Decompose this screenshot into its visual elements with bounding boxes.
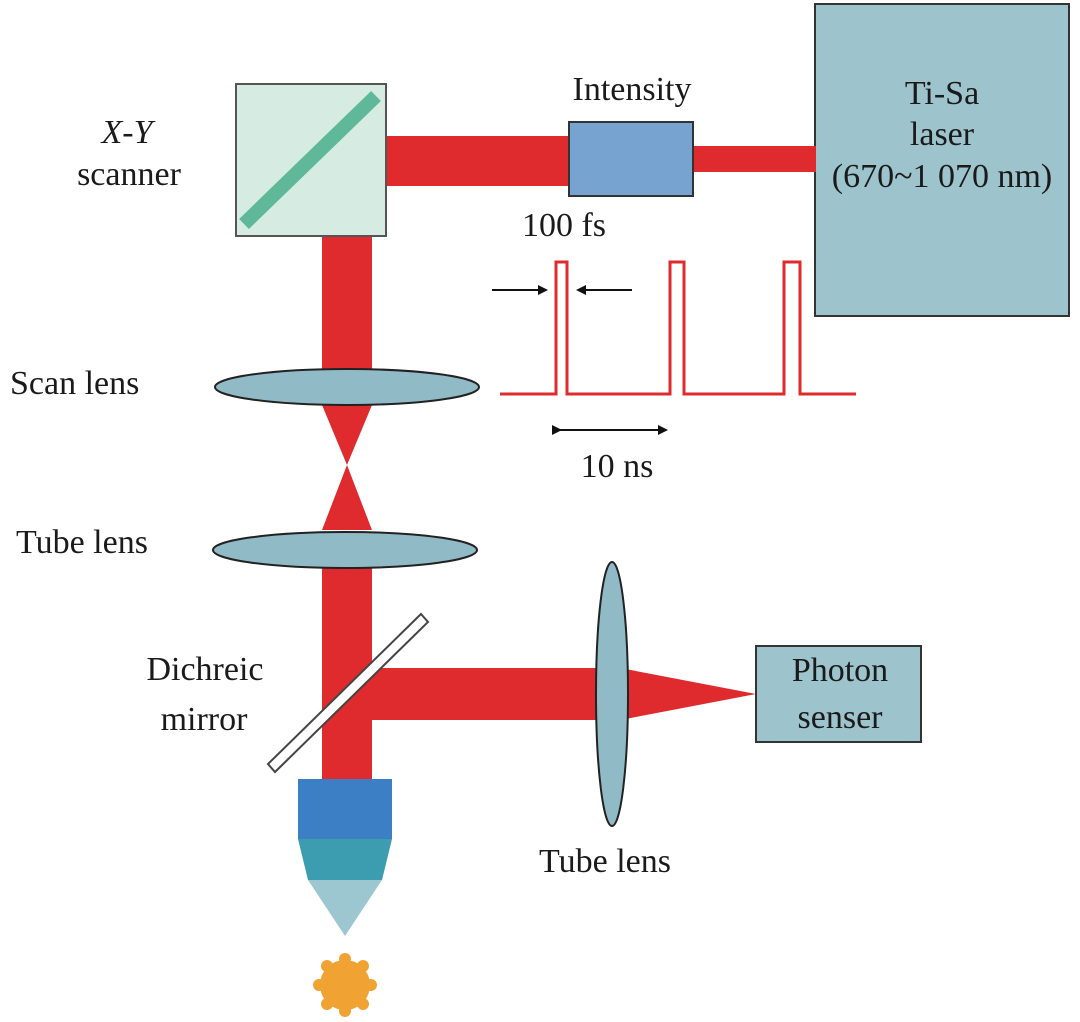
objective-middle <box>298 839 392 880</box>
label-laser-line3: (670~1 070 nm) <box>832 158 1053 195</box>
label-tube-lens-upper: Tube lens <box>16 524 148 561</box>
objective-top <box>298 779 392 839</box>
label-laser-line1: Ti-Sa <box>905 75 979 112</box>
label-photon-line1: Photon <box>792 652 888 689</box>
ti-sa-laser-box <box>814 3 1070 317</box>
label-xy-scanner-line2: scanner <box>77 156 182 193</box>
label-intensity: Intensity <box>573 71 692 108</box>
label-dichroic-line2: mirror <box>161 701 249 738</box>
label-pulse-period: 10 ns <box>581 448 654 485</box>
beam-focus-converging <box>322 405 372 465</box>
photon-sensor-box <box>755 645 922 743</box>
label-xy-scanner-line1: X-Y <box>100 114 156 151</box>
pulse-train <box>500 260 856 396</box>
label-dichroic-line1: Dichreic <box>146 651 263 688</box>
tube-lens-lower <box>595 561 629 827</box>
intensity-modulator-box <box>568 121 694 197</box>
dichroic-mirror <box>266 612 430 774</box>
beam-dichroic-to-tube-lens <box>372 668 608 720</box>
tube-lens-upper <box>212 531 478 569</box>
label-tube-lens-lower: Tube lens <box>539 843 671 880</box>
label-pulse-width: 100 fs <box>522 207 606 244</box>
beam-laser-to-intensity <box>692 146 816 172</box>
label-photon-line2: senser <box>798 699 884 736</box>
beam-focus-to-photon-sensor <box>620 668 756 720</box>
sample <box>313 953 377 1017</box>
objective-tip <box>308 880 382 936</box>
xy-scanner-mirror <box>239 90 381 230</box>
label-laser-line2: laser <box>910 116 975 153</box>
scan-lens <box>214 368 480 406</box>
beam-focus-diverging <box>322 465 372 530</box>
label-scan-lens: Scan lens <box>10 365 139 402</box>
